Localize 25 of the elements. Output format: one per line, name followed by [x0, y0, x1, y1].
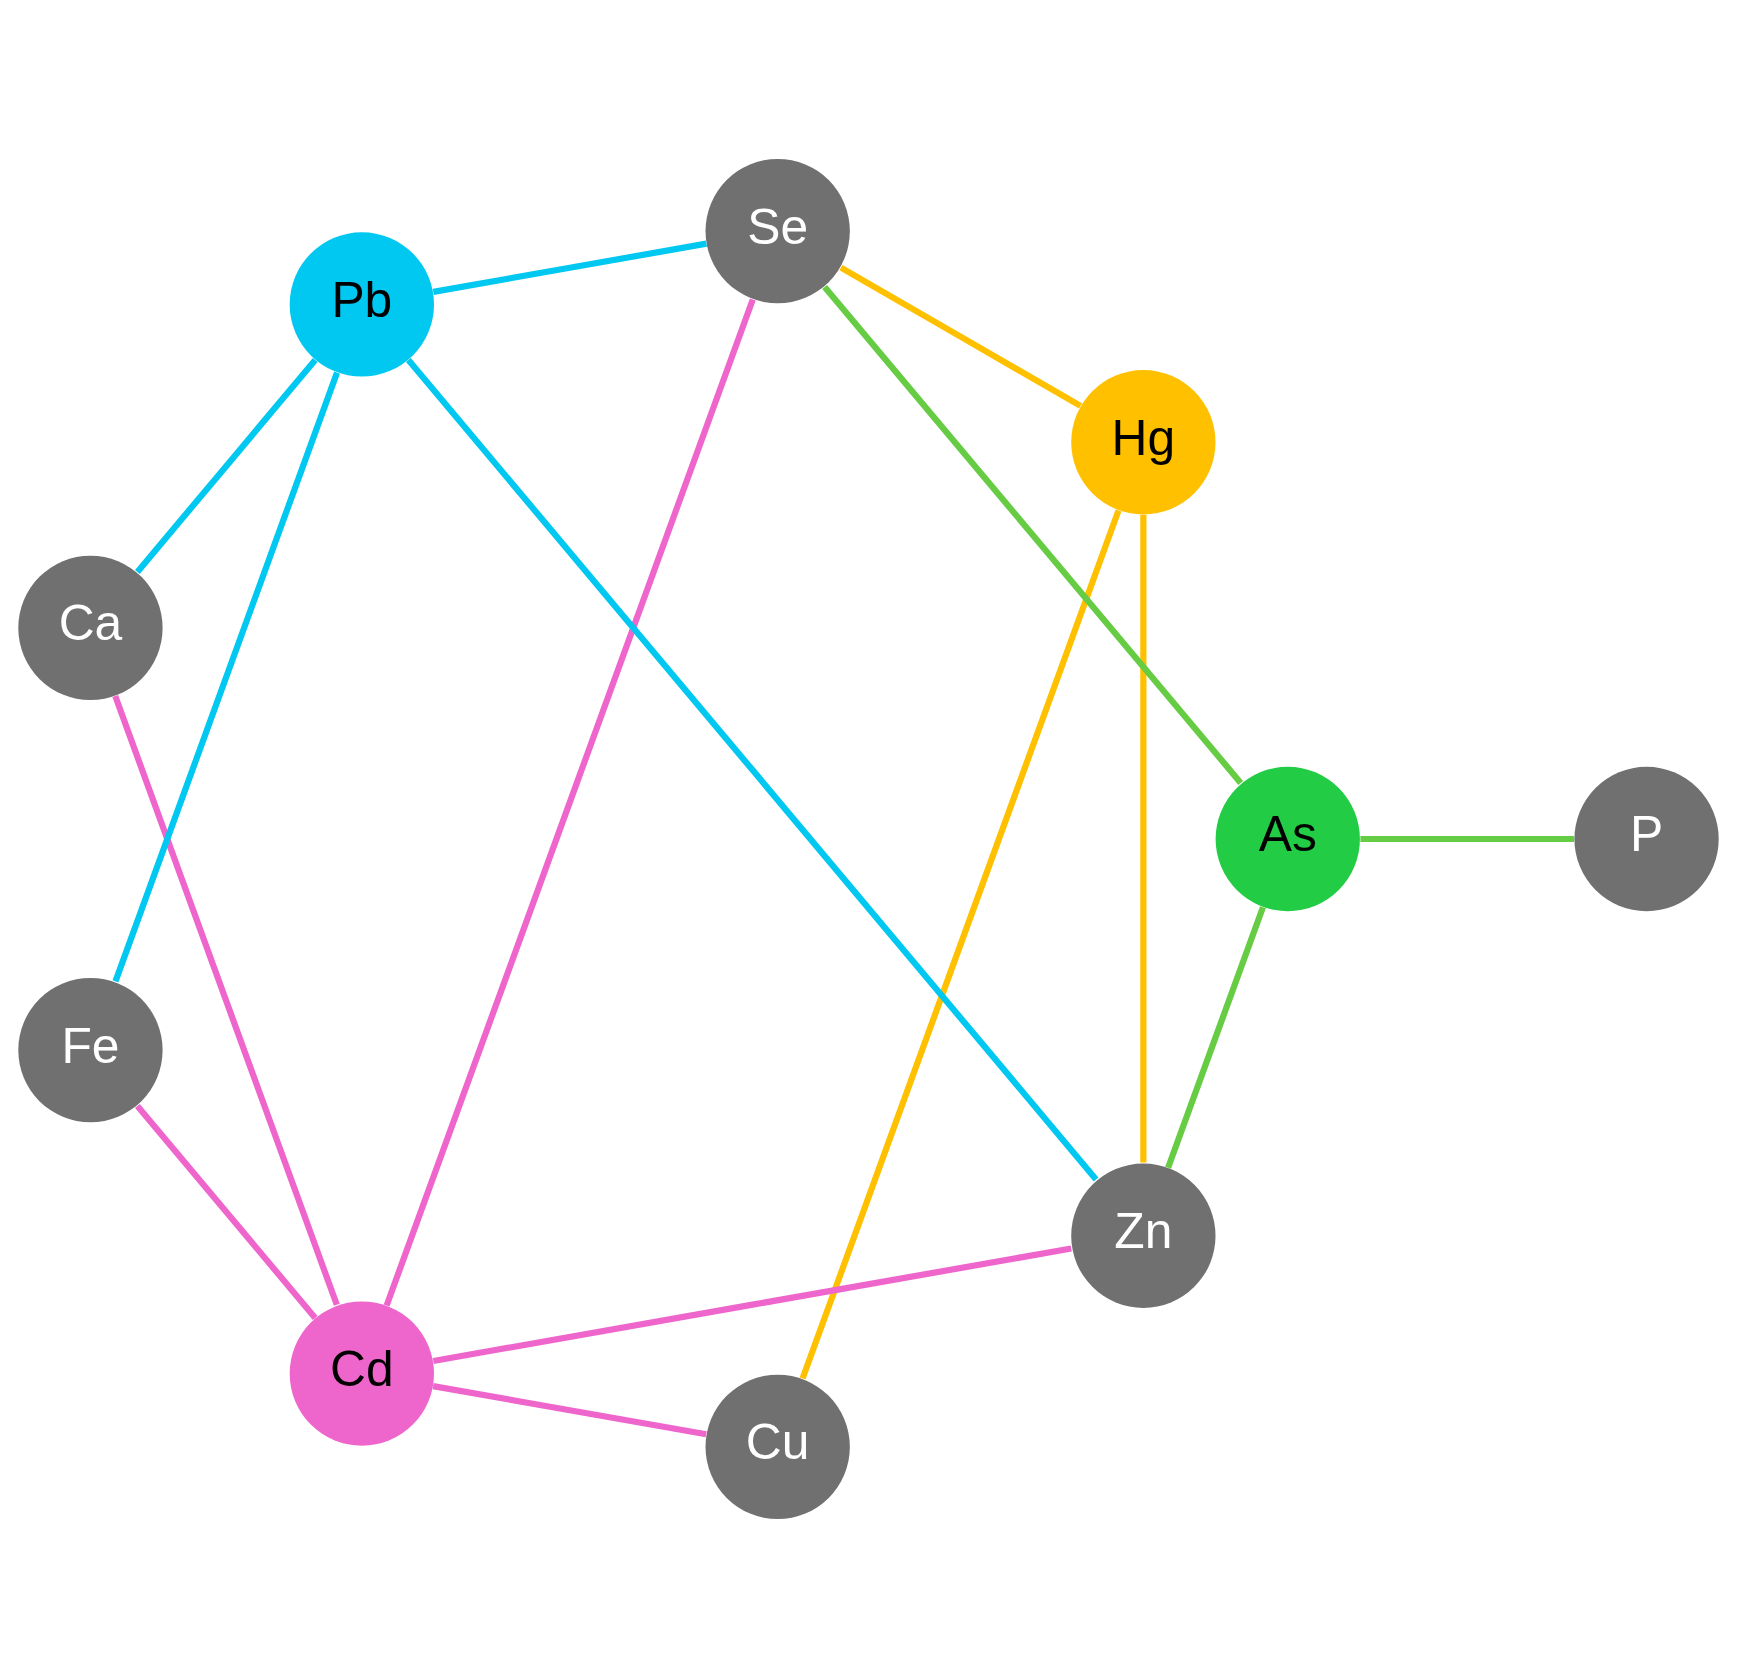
connector — [383, 298, 756, 1307]
connector — [1140, 514, 1147, 1163]
node-circle: Ca — [18, 555, 163, 701]
node-circle: Cd — [289, 1301, 434, 1446]
connector — [822, 285, 1244, 785]
node-circle: Zn — [1071, 1163, 1216, 1308]
connector — [432, 240, 707, 295]
connector — [135, 1104, 318, 1320]
connector — [432, 1245, 1072, 1365]
connector — [432, 1383, 707, 1438]
connector — [1360, 835, 1575, 843]
connector — [799, 509, 1122, 1380]
connector — [839, 264, 1083, 409]
connector — [406, 357, 1099, 1182]
node-circle: Fe — [18, 977, 163, 1123]
node-circle: Cu — [705, 1374, 850, 1520]
node-circle: P — [1574, 766, 1719, 912]
node-circle: Hg — [1071, 370, 1216, 515]
node-circle: Pb — [289, 232, 434, 377]
connector — [112, 371, 340, 983]
node-circle: Se — [705, 158, 850, 304]
connector — [1165, 906, 1266, 1169]
connector — [112, 694, 340, 1306]
node-circle: As — [1215, 766, 1360, 912]
connector — [135, 358, 318, 574]
